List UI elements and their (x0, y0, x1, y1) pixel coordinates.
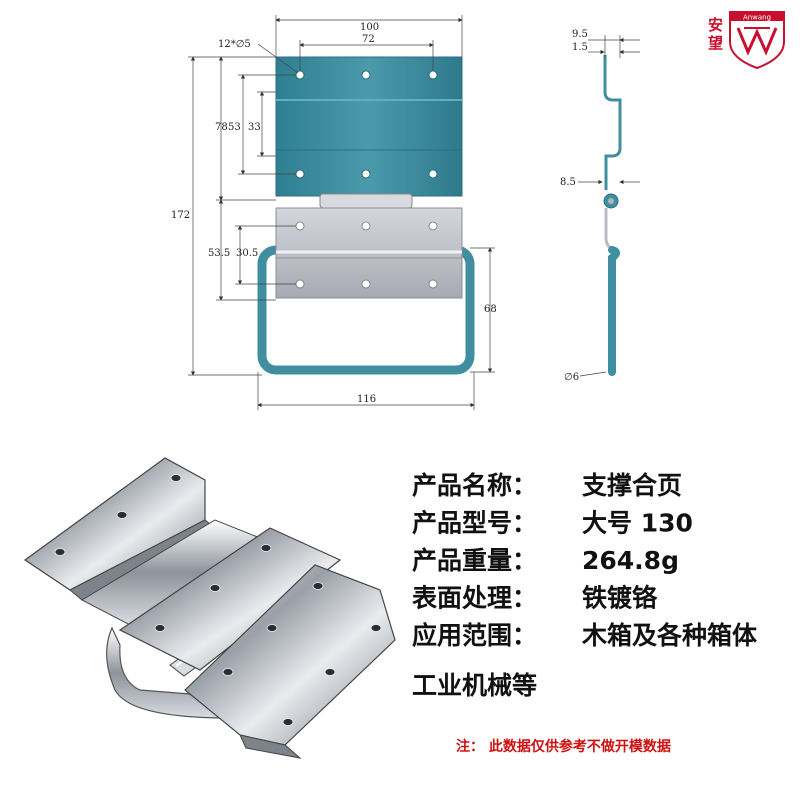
dim-total-height: 172 (171, 210, 190, 221)
spec-label: 表面处理： (412, 584, 537, 613)
dim-handle-height: 68 (484, 304, 497, 315)
spec-value: 大号 130 (582, 509, 693, 538)
dim-bottom-hole-pitch: 30.5 (236, 248, 258, 259)
spec-label: 产品型号： (412, 509, 537, 538)
dim-handle-width: 116 (357, 394, 376, 405)
holes-label: 12*∅5 (218, 39, 251, 50)
front-view-drawing: 12*∅5 100 72 172 78 53 33 53.5 30.5 68 1… (171, 15, 497, 410)
product-photo (23, 457, 396, 759)
side-dim-pin-gap: 8.5 (560, 177, 576, 188)
dim-hole-pitch-outer: 53 (228, 122, 241, 133)
brand-name-cn-1: 安 (708, 16, 723, 34)
photo-front-leaf (118, 527, 342, 671)
side-dim-thickness: 1.5 (572, 42, 588, 53)
brand-logo: 安 望 Anwang (708, 11, 785, 70)
side-dim-offset: 9.5 (572, 29, 588, 40)
spec-continuation: 工业机械等 (412, 671, 537, 700)
side-view-drawing: 9.5 1.5 8.5 ∅6 (560, 29, 640, 383)
disclaimer-note: 注： 此数据仅供参考不做开模数据 (456, 738, 671, 755)
brand-name-cn-2: 望 (708, 34, 723, 52)
side-handle (608, 246, 620, 376)
spec-value: 木箱及各种箱体 (581, 621, 758, 650)
dim-top-height: 78 (215, 122, 228, 133)
photo-top-plate (23, 457, 206, 591)
dim-hole-pitch-inner: 33 (248, 122, 261, 133)
spec-label: 应用范围： (412, 621, 537, 650)
shield-icon (729, 11, 785, 70)
dim-hole-span: 72 (362, 34, 375, 45)
spec-value: 支撑合页 (582, 471, 682, 500)
brand-name-en: Anwang (743, 14, 771, 22)
spec-value: 264.8g (582, 546, 679, 575)
side-profile (603, 55, 622, 190)
side-dim-rod: ∅6 (564, 372, 579, 383)
dim-bottom-height: 53.5 (208, 248, 230, 259)
spec-label: 产品重量： (412, 546, 537, 575)
hinge-knuckle (319, 193, 413, 209)
spec-label: 产品名称： (412, 471, 537, 500)
spec-value: 铁镀铬 (582, 584, 658, 613)
dim-top-width: 100 (360, 22, 379, 33)
